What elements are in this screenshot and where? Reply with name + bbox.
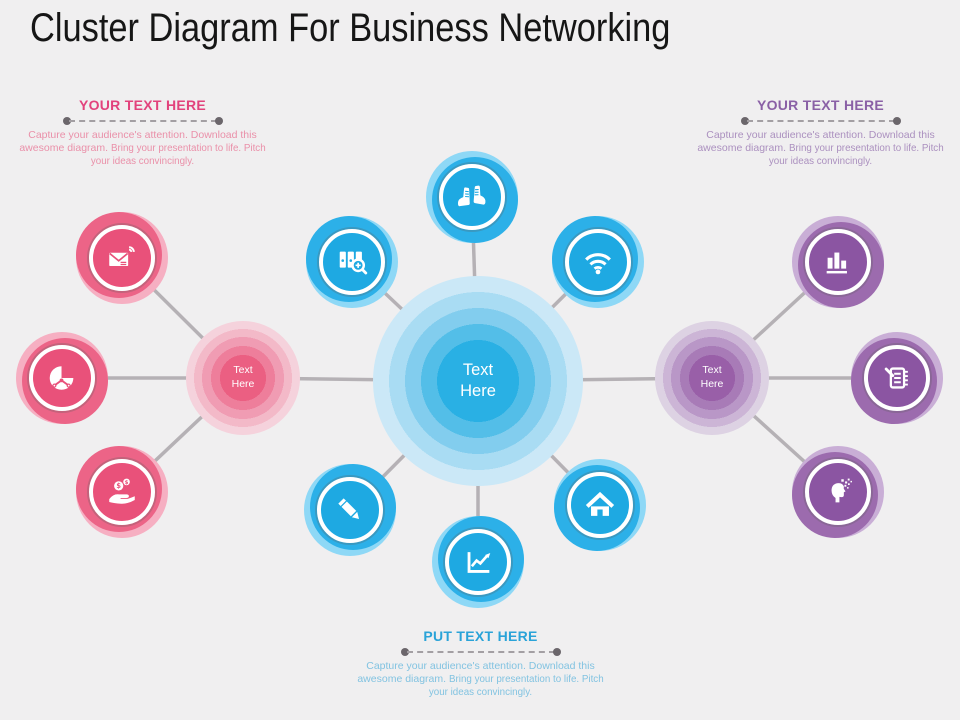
pencil-icon	[338, 498, 362, 522]
hub-center: Text Here	[373, 276, 583, 486]
mail-signal-icon	[108, 246, 135, 267]
satellite-bar-chart	[792, 216, 884, 308]
satellite-running-shoes	[426, 151, 518, 243]
satellite-ring	[317, 477, 383, 543]
dashed-divider	[740, 117, 901, 125]
notebook-pen-icon	[884, 367, 910, 389]
clock-pie-icon	[48, 365, 75, 391]
satellite-ring	[319, 229, 385, 295]
satellite-archive-search	[306, 216, 398, 308]
text-block-bottom: PUT TEXT HERE Capture your audience's at…	[348, 628, 613, 699]
satellite-ring	[805, 459, 871, 525]
text-block-top-right: YOUR TEXT HERE Capture your audience's a…	[688, 97, 953, 168]
satellite-home	[554, 459, 646, 551]
satellite-digital-head	[792, 446, 884, 538]
body-sentence-1: Capture your audience's attention. Downl…	[19, 129, 257, 154]
satellite-ring	[439, 164, 505, 230]
hub-right: Text Here	[655, 321, 769, 435]
satellite-ring	[864, 345, 930, 411]
text-block-body: Capture your audience's attention. Downl…	[10, 129, 275, 168]
running-shoes-icon	[455, 180, 489, 214]
satellite-clock	[16, 332, 108, 424]
satellite-notebook-pen	[851, 332, 943, 424]
home-icon	[585, 492, 615, 518]
slide-title: Cluster Diagram For Business Networking	[30, 6, 671, 50]
body-sentence-2: Bring your presentation to life. Pitch y…	[90, 143, 266, 167]
body-sentence-1: Capture your audience's attention. Downl…	[357, 660, 595, 685]
body-sentence-2: Bring your presentation to life. Pitch y…	[428, 674, 604, 698]
money-hand-icon	[109, 478, 135, 504]
satellite-ring	[565, 229, 631, 295]
hub-right-label: Text Here	[700, 364, 724, 390]
satellite-money-hand	[76, 446, 168, 538]
dashed-divider	[400, 648, 561, 656]
archive-search-icon	[338, 250, 368, 275]
satellite-ring	[89, 459, 155, 525]
satellite-ring	[567, 472, 633, 538]
divider-dot-left	[62, 117, 71, 125]
text-block-body: Capture your audience's attention. Downl…	[688, 129, 953, 168]
divider-dot-right	[552, 648, 561, 656]
divider-dot-left	[400, 648, 409, 656]
satellite-mail-signal	[76, 212, 168, 304]
hub-center-label: Text Here	[460, 360, 496, 400]
wifi-icon	[584, 253, 612, 276]
satellite-ring	[89, 225, 155, 291]
text-block-heading: YOUR TEXT HERE	[78, 97, 207, 113]
line-chart-icon	[467, 550, 492, 573]
divider-dashes	[406, 651, 555, 653]
hub-left: Text Here	[186, 321, 300, 435]
satellite-ring	[29, 345, 95, 411]
body-sentence-2: Bring your presentation to life. Pitch y…	[768, 143, 944, 167]
body-sentence-1: Capture your audience's attention. Downl…	[697, 129, 935, 154]
text-block-heading: YOUR TEXT HERE	[756, 97, 885, 113]
divider-dashes	[68, 120, 217, 122]
satellite-ring	[805, 229, 871, 295]
dashed-divider	[62, 117, 223, 125]
digital-head-icon	[831, 478, 852, 503]
text-block-heading: PUT TEXT HERE	[423, 628, 538, 644]
satellite-line-chart	[432, 516, 524, 608]
text-block-top-left: YOUR TEXT HERE Capture your audience's a…	[10, 97, 275, 168]
divider-dot-right	[892, 117, 901, 125]
satellite-ring	[445, 529, 511, 595]
hub-left-label: Text Here	[231, 364, 255, 390]
divider-dashes	[746, 120, 895, 122]
satellite-wifi	[552, 216, 644, 308]
divider-dot-left	[740, 117, 749, 125]
satellite-pencil	[304, 464, 396, 556]
text-block-body: Capture your audience's attention. Downl…	[348, 660, 613, 699]
bar-chart-icon	[826, 252, 847, 274]
divider-dot-right	[214, 117, 223, 125]
